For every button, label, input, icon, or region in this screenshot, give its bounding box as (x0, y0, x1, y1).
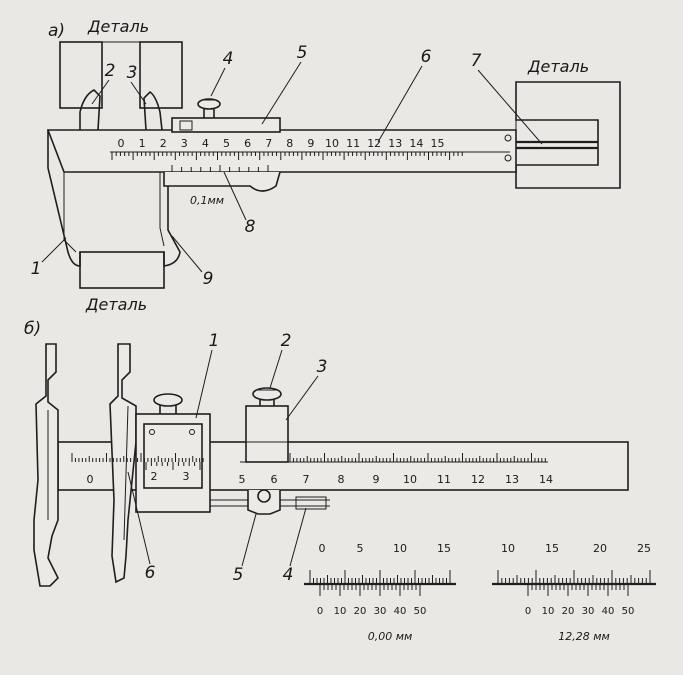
scale-number: 9 (373, 473, 380, 486)
callout-a-5: 5 (297, 43, 308, 63)
example-top-number: 20 (593, 542, 607, 555)
example-top-number: 25 (637, 542, 651, 555)
caliper-a-body (46, 89, 598, 267)
scale-number: 5 (239, 473, 246, 486)
example-bottom-number: 20 (562, 606, 575, 617)
scale-number: 0 (118, 137, 125, 150)
example-top-number: 10 (501, 542, 515, 555)
scale-number: 11 (346, 137, 360, 150)
example-top-number: 0 (319, 542, 326, 555)
scale-number: 15 (431, 137, 445, 150)
scale-number: 13 (388, 137, 402, 150)
example-bottom-number: 40 (602, 606, 615, 617)
scale-number: 6 (244, 137, 251, 150)
part-label-top: Деталь (87, 17, 149, 36)
example-bottom-number: 40 (394, 606, 407, 617)
callout-b-5: 5 (233, 565, 244, 585)
reading-example-1: 10 15 20 25 0 10 20 30 40 50 12,28 мм (492, 542, 656, 643)
callout-b-3: 3 (317, 357, 328, 377)
scale-number: 3 (181, 137, 188, 150)
main-scale-ticks-b (71, 453, 546, 462)
callout-leaders-a (41, 61, 543, 273)
scale-number: 8 (286, 137, 293, 150)
scale-number: 9 (307, 137, 314, 150)
callout-leaders-b (127, 349, 319, 567)
example-bottom-number: 30 (374, 606, 387, 617)
example-bottom-number: 0 (525, 606, 531, 617)
scale-number: 14 (539, 473, 553, 486)
main-scale-numbers-b: 0 5 6 7 8 9 10 11 12 13 14 (87, 473, 554, 486)
part-label-right: Деталь (527, 57, 589, 76)
scale-number: 1 (139, 137, 146, 150)
callout-a-8: 8 (245, 217, 256, 237)
example-bottom-number: 20 (354, 606, 367, 617)
example-top-number: 15 (545, 542, 559, 555)
scale-number: 12 (471, 473, 485, 486)
scale-number: 8 (338, 473, 345, 486)
example-bottom-number: 10 (334, 606, 347, 617)
scale-number: 10 (325, 137, 339, 150)
callout-a-9: 9 (203, 269, 214, 289)
example-reading: 12,28 мм (558, 630, 610, 643)
part-b: б) (24, 319, 629, 587)
scale-number: 11 (437, 473, 451, 486)
scale-number: 0 (87, 473, 94, 486)
callout-a-4: 4 (223, 49, 234, 69)
scale-number: 2 (160, 137, 167, 150)
callout-a-1: 1 (31, 259, 42, 279)
window-number: 2 (151, 470, 158, 483)
callout-a-2: 2 (105, 61, 116, 81)
scale-number: 10 (403, 473, 417, 486)
top-workpiece (59, 41, 183, 109)
window-number: 3 (183, 470, 190, 483)
panel-label-b: б) (24, 319, 41, 339)
example-bottom-number: 10 (542, 606, 555, 617)
callout-b-2: 2 (281, 331, 292, 351)
scale-number: 13 (505, 473, 519, 486)
example-reading: 0,00 мм (368, 630, 413, 643)
scale-number: 12 (367, 137, 381, 150)
example-bottom-number: 50 (414, 606, 427, 617)
callout-b-1: 1 (209, 331, 220, 351)
example-top-number: 5 (357, 542, 364, 555)
part-label-bottom: Деталь (85, 295, 147, 314)
resolution-label: 0,1мм (190, 194, 224, 207)
example-bottom-number: 30 (582, 606, 595, 617)
example-top-number: 15 (437, 542, 451, 555)
callout-b-6: 6 (145, 563, 156, 583)
callout-b-4: 4 (283, 565, 294, 585)
callout-a-3: 3 (127, 63, 138, 83)
caliper-b-body (33, 343, 629, 587)
bottom-workpiece (79, 251, 165, 289)
part-a: а) Деталь Деталь Деталь (31, 17, 621, 314)
callout-a-6: 6 (421, 47, 432, 67)
scale-number: 7 (265, 137, 272, 150)
example-top-number: 10 (393, 542, 407, 555)
example-bottom-number: 50 (622, 606, 635, 617)
panel-label-a: а) (48, 21, 65, 41)
reading-example-0: 0 5 10 15 0 10 20 30 40 50 0,00 мм (304, 542, 456, 643)
scale-number: 5 (223, 137, 230, 150)
scale-number: 6 (271, 473, 278, 486)
scale-number: 14 (409, 137, 423, 150)
scale-number: 7 (303, 473, 310, 486)
scale-number: 4 (202, 137, 209, 150)
example-bottom-number: 0 (317, 606, 323, 617)
callout-a-7: 7 (471, 51, 482, 71)
right-workpiece (515, 81, 621, 189)
main-scale-ticks-a (111, 152, 463, 172)
